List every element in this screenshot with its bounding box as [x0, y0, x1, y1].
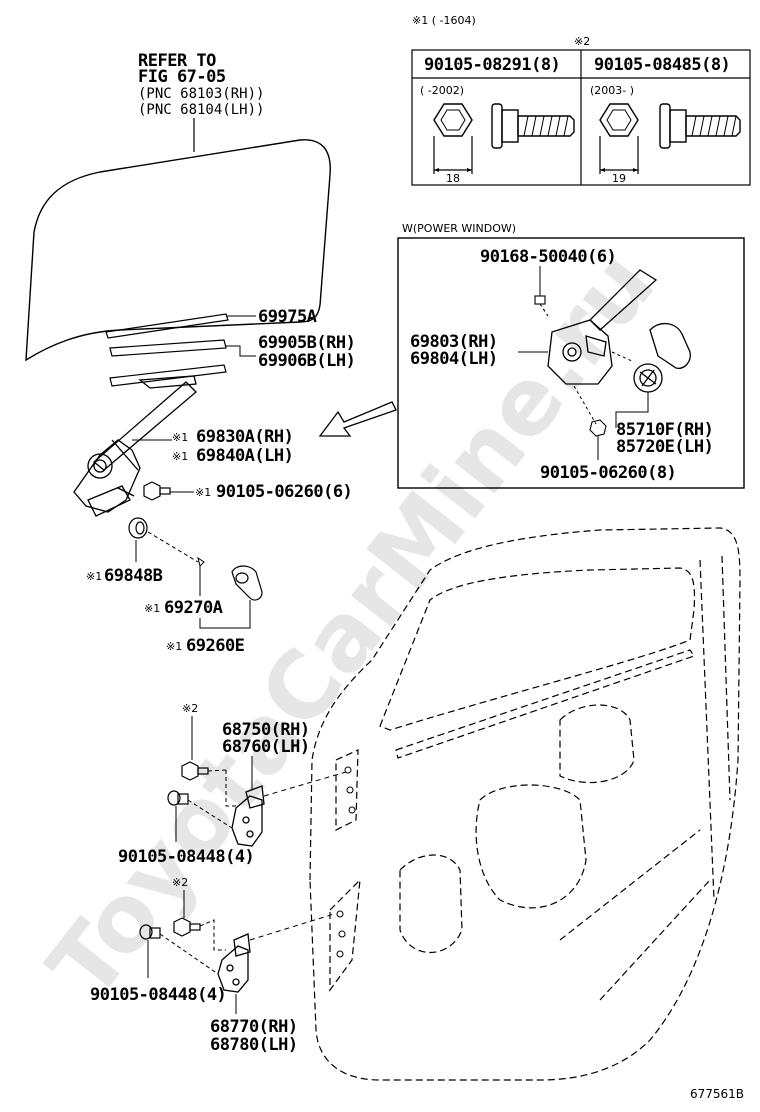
label-pw-reg-lh: 69804(LH)	[410, 349, 498, 369]
header-note: ※1 ( -1604)	[412, 14, 476, 27]
pw-bolt-top	[534, 295, 549, 317]
bolt-table: ※2 90105-08291(8) 90105-08485(8) ( -2002…	[411, 35, 751, 186]
figure-id: 677561B	[690, 1087, 744, 1101]
upper-hinge-bolt-b	[167, 790, 189, 806]
label-lower-hinge-rh: 68770(RH)	[210, 1017, 298, 1037]
label-reg-bolt: 90105-06260(6)	[216, 482, 352, 502]
bolt-col1-part: 90105-08291(8)	[424, 55, 560, 75]
manual-regulator	[73, 375, 197, 517]
window-handle	[231, 565, 263, 601]
power-window-box	[397, 237, 745, 489]
handle-clip	[197, 556, 205, 567]
label-pw-bolt-top: 90168-50040(6)	[480, 247, 616, 267]
hinge-holes-lower	[336, 910, 346, 958]
rear-door-outline	[309, 527, 741, 1081]
label-upper-hinge-lh: 68760(LH)	[222, 737, 310, 757]
bolt-col1-range: ( -2002)	[420, 84, 464, 97]
label-upper-hinge-bolt: 90105-08448(4)	[118, 847, 254, 867]
lower-hinge-bolt-b	[139, 924, 161, 940]
bolt-col2-range: (2003- )	[590, 84, 634, 97]
label-upper-hinge-rh: 68750(RH)	[222, 720, 310, 740]
bolt-hex-head-left	[433, 103, 473, 137]
mark-handle-assy: ※1	[166, 640, 182, 653]
label-pw-bolt-bottom: 90105-06260(8)	[540, 463, 676, 483]
bolt-col2-part: 90105-08485(8)	[594, 55, 730, 75]
label-manual-reg-lh: 69840A(LH)	[196, 446, 293, 466]
label-weatherstrip-rh: 69905B(RH)	[258, 333, 355, 353]
arrow-power-window	[318, 401, 397, 437]
hinge-holes-upper	[344, 766, 356, 814]
washer	[128, 517, 148, 539]
regulator-bolt	[143, 481, 171, 501]
mark-manual-reg-1: ※1	[172, 431, 188, 444]
weatherstrip	[109, 339, 227, 387]
svg-text:(PNC 68103(RH)): (PNC 68103(RH))	[138, 86, 264, 102]
mark-reg-bolt: ※1	[195, 486, 211, 499]
run-channel	[105, 313, 229, 339]
mark-upper-hinge: ※2	[182, 702, 198, 715]
label-lower-hinge-bolt: 90105-08448(4)	[90, 985, 226, 1005]
mark-washer: ※1	[86, 570, 102, 583]
lower-hinge-bolt-a	[173, 917, 201, 937]
pw-bolt-bottom	[589, 419, 607, 437]
lower-hinge	[217, 933, 251, 993]
label-weatherstrip-lh: 69906B(LH)	[258, 351, 355, 371]
bolt-col1-size: 18	[446, 172, 460, 185]
label-motor-rh: 85710F(RH)	[616, 420, 713, 440]
door-glass	[25, 139, 331, 362]
svg-text:FIG 67-05: FIG 67-05	[138, 67, 226, 87]
bolt-col2-size: 19	[612, 172, 626, 185]
label-pw-reg-rh: 69803(RH)	[410, 332, 498, 352]
label-lower-hinge-lh: 68780(LH)	[210, 1035, 298, 1055]
bolt-hex-head-right	[599, 103, 639, 137]
label-washer: 69848B	[104, 566, 163, 586]
power-window-title: W(POWER WINDOW)	[402, 222, 516, 235]
bolt-side-left	[491, 103, 575, 149]
mark-manual-reg-2: ※1	[172, 450, 188, 463]
upper-hinge	[231, 785, 265, 847]
svg-text:(PNC 68104(LH)): (PNC 68104(LH))	[138, 102, 264, 118]
power-regulator	[547, 269, 658, 385]
label-run-channel: 69975A	[258, 307, 317, 327]
mark-lower-hinge: ※2	[172, 876, 188, 889]
label-manual-reg-rh: 69830A(RH)	[196, 427, 293, 447]
label-handle-clip: 69270A	[164, 598, 223, 618]
bolt-table-mark: ※2	[574, 35, 590, 48]
label-motor-lh: 85720E(LH)	[616, 437, 713, 457]
svg-text:REFER TO: REFER TO	[138, 51, 216, 71]
glass-reference: REFER TO FIG 67-05 (PNC 68103(RH)) (PNC …	[138, 51, 264, 118]
label-handle-assy: 69260E	[186, 636, 245, 656]
mark-handle-clip: ※1	[144, 602, 160, 615]
bolt-side-right	[659, 103, 741, 149]
